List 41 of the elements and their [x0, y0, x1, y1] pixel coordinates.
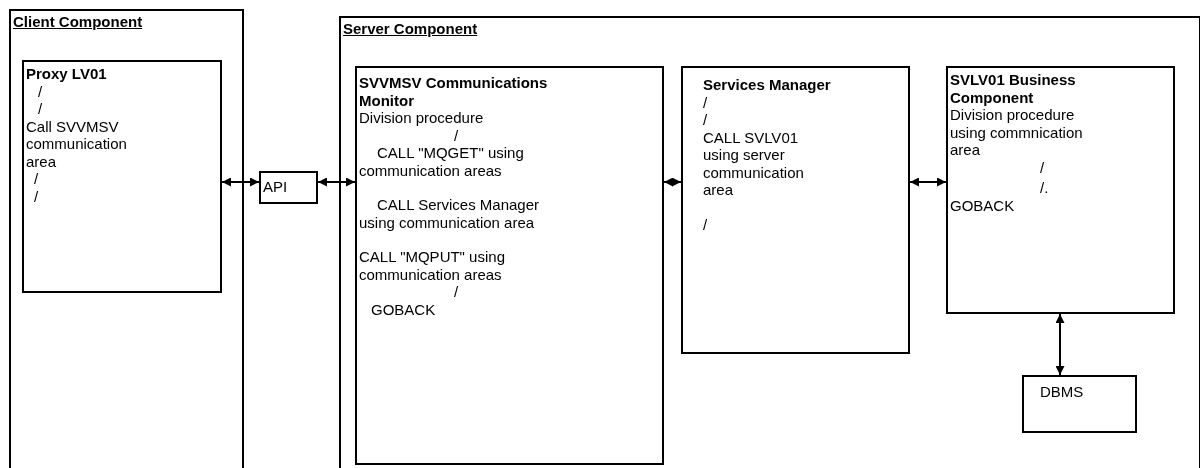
double-arrow: [663, 177, 682, 187]
code-text: API: [263, 178, 289, 196]
frame-title: Client Component: [13, 13, 144, 31]
double-arrow: [1055, 313, 1065, 376]
module-box: [355, 66, 664, 465]
api-box: [259, 171, 318, 204]
frame-title: Server Component: [343, 20, 479, 38]
component-frame: [339, 16, 1200, 468]
database-box: [1022, 375, 1137, 433]
module-title: Proxy LV01: [26, 65, 108, 83]
double-arrow: [317, 177, 356, 187]
module-box: [681, 66, 910, 354]
module-title: Services Manager: [703, 76, 832, 94]
code-text: GOBACK: [371, 300, 437, 318]
code-text: /: [454, 126, 460, 144]
code-text: /: [38, 100, 44, 118]
code-text: Call SVVMSV communication area: [26, 117, 128, 170]
double-arrow: [221, 177, 260, 187]
code-text: /: [703, 111, 709, 129]
code-text: /: [38, 82, 44, 100]
module-title: SVLV01 Business Component: [950, 71, 1077, 106]
module-box: [946, 66, 1175, 314]
code-text: Division procedure: [359, 109, 485, 127]
component-frame: [9, 9, 244, 468]
module-box: [22, 60, 222, 293]
code-text: /: [34, 170, 40, 188]
double-arrow: [909, 177, 947, 187]
code-text: /: [1040, 158, 1046, 176]
module-title: SVVMSV Communications Monitor: [359, 74, 549, 109]
code-text: /: [703, 215, 709, 233]
code-text: /.: [1040, 179, 1050, 197]
code-text: /: [34, 187, 40, 205]
code-text: GOBACK: [950, 196, 1016, 214]
code-text: DBMS: [1040, 383, 1085, 401]
code-text: CALL "MQPUT" using communication areas: [359, 248, 506, 283]
code-text: CALL "MQGET" using communication areas: [359, 144, 525, 179]
code-text: CALL SVLV01 using server communication area: [703, 128, 805, 199]
code-text: CALL Services Manager using communication area: [359, 196, 541, 231]
code-text: Division procedure using commnication area: [950, 106, 1084, 159]
code-text: /: [703, 93, 709, 111]
code-text: /: [454, 283, 460, 301]
